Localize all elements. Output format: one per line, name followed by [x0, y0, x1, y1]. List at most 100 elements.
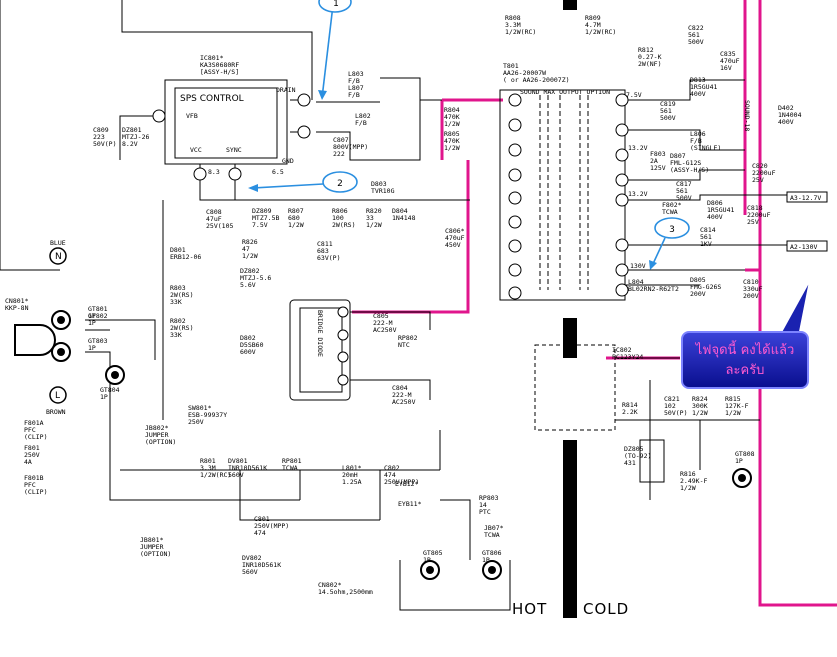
bridge-diode-label: BRIDGE DIODE: [316, 310, 324, 357]
cold-label: COLD: [583, 600, 629, 618]
ic801-volt-b: 6.5: [272, 168, 284, 176]
sound-label: SOUND-18: [743, 100, 751, 131]
ic801-ref: IC801*: [200, 54, 224, 62]
ic801-volt-a: 8.3: [208, 168, 220, 176]
component-cn801: CN801*KKP-8N: [5, 297, 29, 312]
t801-part: AA26-20007W: [503, 69, 546, 77]
pin-nodes: [152, 93, 629, 386]
component-eyb11: EYB11*: [398, 500, 422, 508]
brown-label: BROWN: [46, 408, 66, 416]
component-dz805: DZ805(TO-92)431: [624, 445, 651, 467]
ic801-gnd: GND: [282, 157, 294, 165]
ic801-block-label: SPS CONTROL: [180, 94, 244, 104]
component-f802: F802*TCWA: [662, 201, 682, 216]
ic801-vcc: VCC: [190, 146, 202, 154]
wiring: [0, 0, 790, 618]
callout-2-label: 2: [337, 179, 343, 189]
callout-1-label: 1: [333, 0, 339, 9]
ic801-vfb: VFB: [186, 112, 198, 120]
ic801-sync: SYNC: [226, 146, 242, 154]
hot-label: HOT: [512, 600, 547, 618]
note-line-2: ละครับ: [725, 363, 765, 378]
t801-header: SOUND MAX OUTPUT OPTION: [520, 88, 610, 96]
note-line-1: ไฟจุดนี้ คงได้แล้ว: [695, 343, 795, 358]
component-jb802: JB802*JUMPER(OPTION): [145, 424, 176, 446]
rail-a3: A3-12.7V: [790, 194, 821, 202]
ic801-note: [ASSY-H/S]: [200, 68, 239, 76]
ic801-part: KA3S0680RF: [200, 61, 239, 69]
t801-alt: ( or AA26-20007Z): [503, 76, 570, 84]
component-jb801: JB801*JUMPER(OPTION): [140, 536, 171, 558]
component-cn802: CN802*14.5ohm,2500mm: [318, 581, 373, 596]
ic801-drain: DRAIN: [276, 86, 296, 94]
volt-7v5: 7.5V: [626, 91, 642, 99]
callouts: [248, 0, 690, 270]
t801-ref: T801: [503, 62, 519, 70]
callout-3-label: 3: [669, 225, 675, 235]
terminal-connectors: [14, 247, 752, 580]
blue-terminal: N: [55, 252, 62, 262]
volt-13v2-a: 13.2V: [628, 144, 648, 152]
callout-2-circle: [322, 171, 358, 193]
volt-130v: 130V: [630, 262, 646, 270]
component-eyb12: EYB12*: [395, 480, 419, 488]
